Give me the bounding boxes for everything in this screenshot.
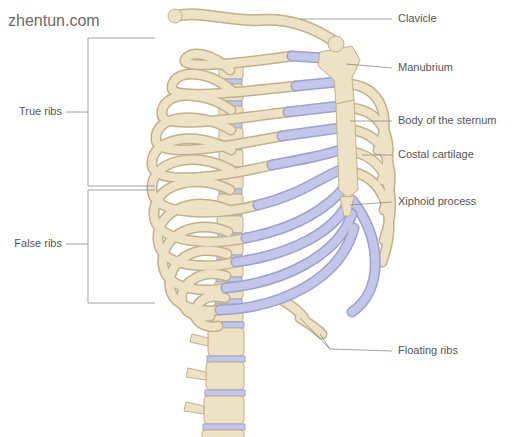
costal-cartilage [272,150,340,165]
sternum [318,46,360,216]
group-label: True ribs [19,105,62,118]
clavicle-bone [176,14,335,42]
sternum-body [336,100,358,198]
cartilage-outline [282,128,340,136]
part-label: Clavicle [398,12,437,25]
transverse-process [190,334,208,346]
leader-line [300,318,392,351]
transverse-process [186,368,206,380]
xiphoid-process [340,196,354,216]
costal-cartilage [220,228,354,310]
clavicle-end [328,36,344,52]
leader-line [346,64,392,68]
clavicle-outline [176,14,335,42]
part-label: Xiphoid process [398,195,476,208]
bracket [66,190,155,303]
clavicle [168,9,344,52]
leader-line [362,155,392,156]
costal-cartilage [236,202,348,262]
rib-outline [172,74,296,94]
costal-cartilage [296,82,336,86]
cartilages [220,56,354,310]
cartilage-outline [296,82,336,86]
rib [185,54,292,70]
costal-cartilage [292,56,322,58]
leader-line [300,19,392,20]
part-label: Body of the sternum [398,114,496,127]
rib-outline [185,54,292,70]
watermark: zhentun.com [8,11,100,30]
costal-cartilage [282,128,340,136]
disc [203,424,245,430]
manubrium [318,46,360,104]
floating-rib [300,318,322,334]
rib-outline [300,318,322,334]
leader-line [350,202,392,205]
transverse-process [184,402,204,414]
part-label: Costal cartilage [398,148,474,161]
cartilage-outline [272,150,340,165]
group-label: False ribs [14,237,62,250]
leader-line [350,121,392,122]
bracket [66,38,155,186]
lumbar-vertebra [206,362,244,390]
brackets [66,38,155,303]
part-label: Manubrium [398,61,453,74]
leaders [300,19,392,351]
disc [205,390,245,396]
lumbar-vertebra [202,430,244,437]
lumbar-vertebra [204,396,244,424]
cartilage-outline [288,106,340,112]
disc [207,356,245,362]
costal-cartilage [288,106,340,112]
cartilage-outline [292,56,322,58]
rib [172,74,296,94]
part-label: Floating ribs [398,344,458,357]
clavicle-end [168,9,182,23]
costal-cartilage [226,214,352,288]
